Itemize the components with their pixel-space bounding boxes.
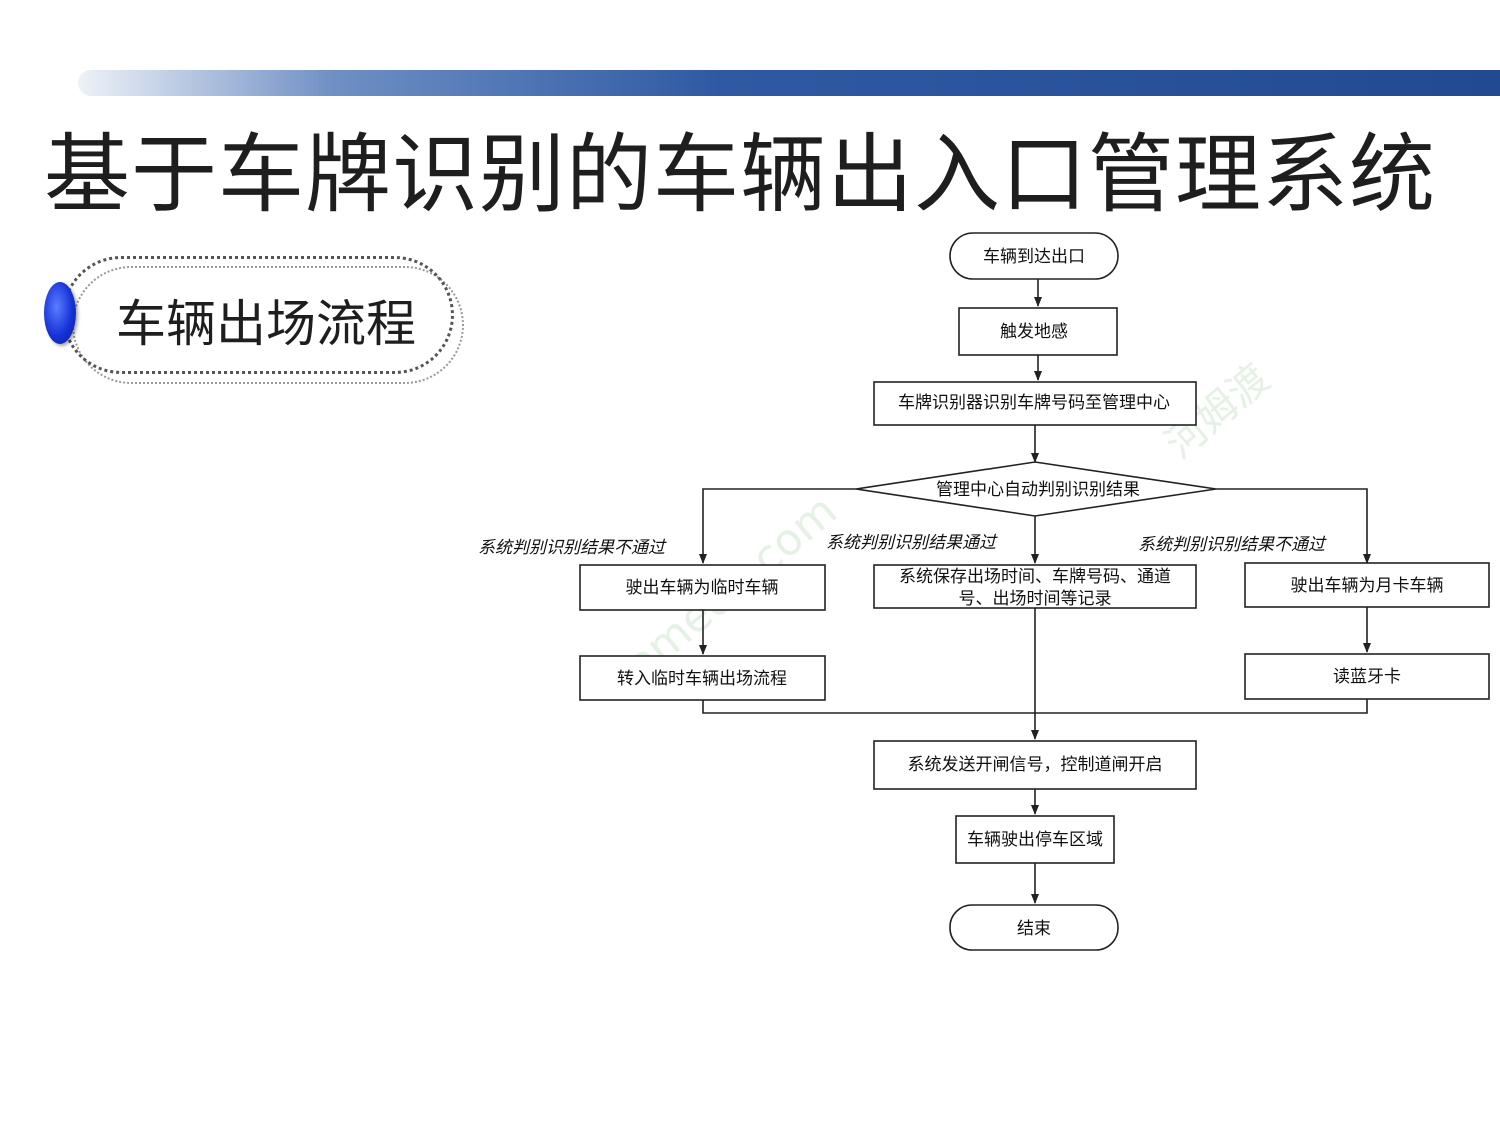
node-recognize: 车牌识别器识别车牌号码至管理中心 [873, 381, 1197, 426]
node-temp-flow-label: 转入临时车辆出场流程 [617, 669, 787, 689]
connectors [699, 279, 1371, 904]
node-sensor-label: 触发地感 [1000, 322, 1068, 342]
header-accent-bar [78, 70, 1500, 96]
node-save-record: 系统保存出场时间、车牌号码、通道 号、出场时间等记录 [873, 564, 1197, 609]
node-temp-flow: 转入临时车辆出场流程 [579, 655, 826, 701]
section-heading: 车辆出场流程 [116, 295, 416, 353]
node-decision: 管理中心自动判别识别结果 [855, 461, 1217, 517]
node-arrive-label: 车辆到达出口 [983, 247, 1085, 267]
node-save-record-line1: 系统保存出场时间、车牌号码、通道 [899, 567, 1171, 587]
node-monthly-vehicle-label: 驶出车辆为月卡车辆 [1291, 576, 1444, 596]
node-decision-label: 管理中心自动判别识别结果 [936, 480, 1140, 500]
node-end-label: 结束 [1017, 919, 1051, 939]
label-pass-mid: 系统判别识别结果通过 [826, 533, 998, 553]
node-sensor: 触发地感 [958, 307, 1118, 356]
node-leave-label: 车辆驶出停车区域 [967, 830, 1103, 850]
node-read-bt: 读蓝牙卡 [1244, 653, 1490, 700]
bullet-icon [44, 282, 76, 344]
node-end: 结束 [949, 904, 1119, 951]
label-fail-right: 系统判别识别结果不通过 [1138, 535, 1327, 555]
node-save-record-line2: 号、出场时间等记录 [959, 589, 1112, 609]
node-open-gate: 系统发送开闸信号，控制道闸开启 [873, 740, 1197, 790]
node-open-gate-label: 系统发送开闸信号，控制道闸开启 [908, 755, 1163, 775]
arrow-decision-monthly [1216, 488, 1371, 564]
node-temp-vehicle-label: 驶出车辆为临时车辆 [626, 578, 779, 598]
node-temp-vehicle: 驶出车辆为临时车辆 [579, 564, 826, 611]
node-arrive: 车辆到达出口 [949, 232, 1119, 280]
page-title: 基于车牌识别的车辆出入口管理系统 [44, 125, 1436, 225]
label-fail-left: 系统判别识别结果不通过 [478, 538, 667, 558]
arrow-decision-temp [699, 488, 856, 564]
node-read-bt-label: 读蓝牙卡 [1333, 667, 1401, 687]
node-leave: 车辆驶出停车区域 [955, 815, 1115, 864]
node-recognize-label: 车牌识别器识别车牌号码至管理中心 [898, 393, 1170, 413]
node-monthly-vehicle: 驶出车辆为月卡车辆 [1244, 562, 1490, 608]
